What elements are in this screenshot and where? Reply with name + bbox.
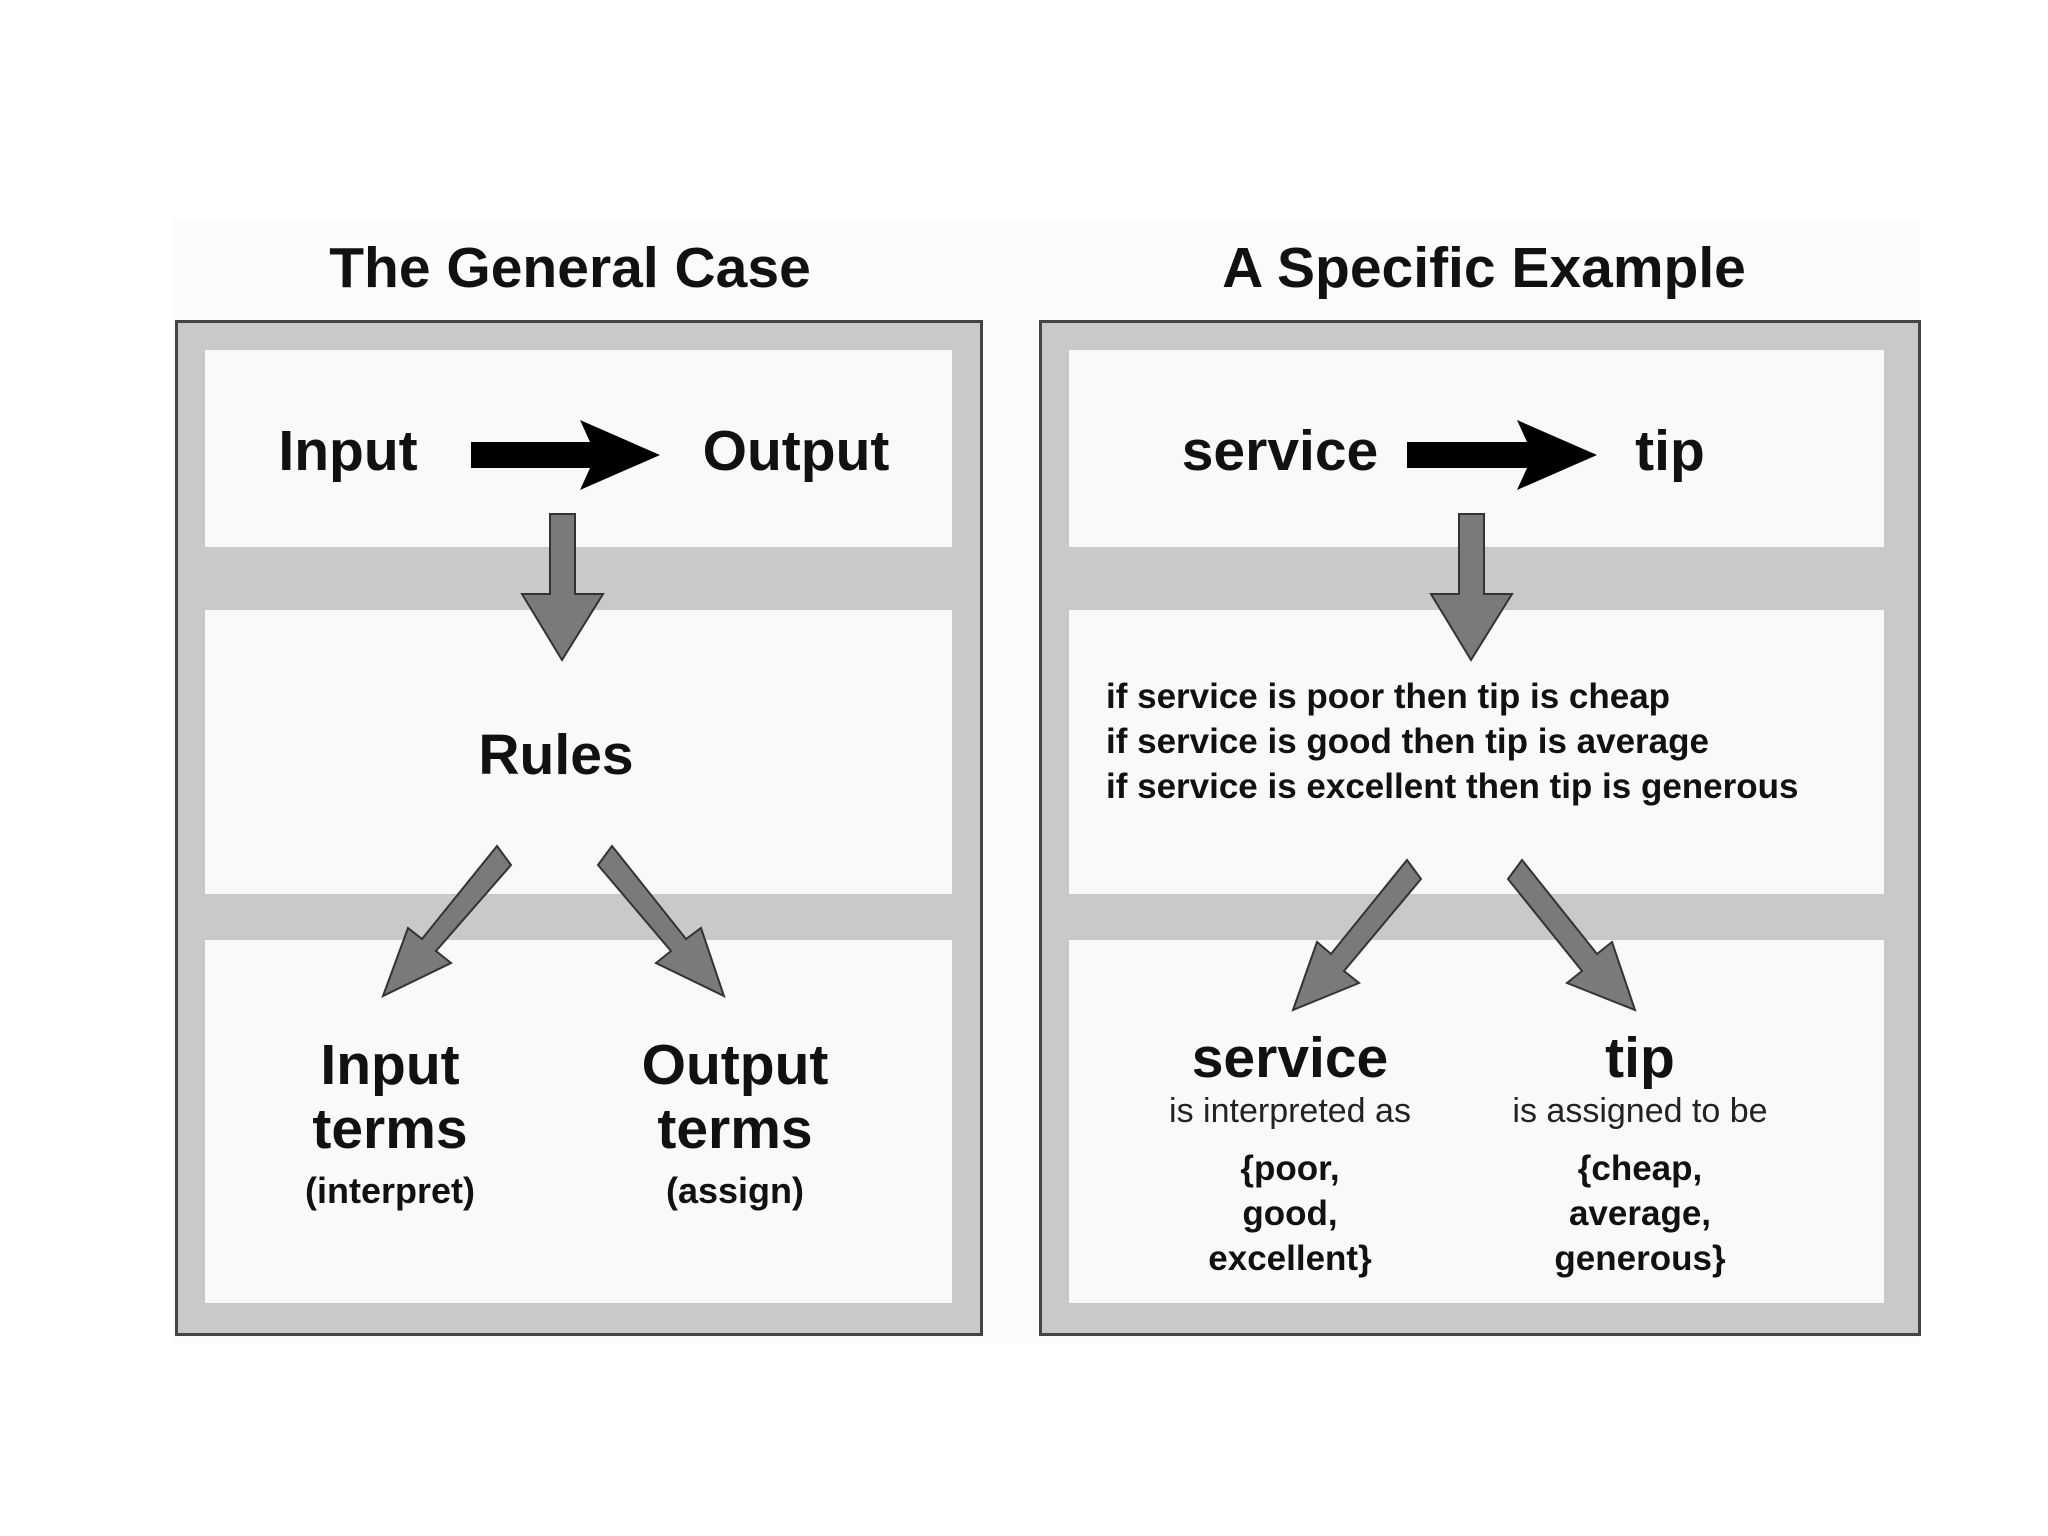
input-label: Input <box>278 419 418 483</box>
output-label: Output <box>702 419 890 483</box>
output-terms-label: Output terms <box>625 1033 845 1161</box>
tip-term-note: is assigned to be <box>1512 1092 1768 1130</box>
service-set-line-3: excellent} <box>1208 1239 1372 1278</box>
general-case-panel <box>175 320 983 1336</box>
tip-term-label: tip <box>1605 1026 1675 1090</box>
output-terms-line-2: terms <box>657 1097 813 1161</box>
rule-list: if service is poor then tip is cheap if … <box>1106 674 1866 809</box>
general-case-title: The General Case <box>329 236 811 300</box>
terms-box <box>205 940 952 1303</box>
rule-1: if service is poor then tip is cheap <box>1106 677 1671 716</box>
tip-set-line-3: generous} <box>1554 1239 1726 1278</box>
tip-set-line-2: average, <box>1568 1194 1712 1233</box>
tip-label: tip <box>1635 419 1705 483</box>
input-terms-line-1: Input <box>320 1033 460 1097</box>
input-terms-note: (interpret) <box>305 1170 475 1211</box>
service-term-label: service <box>1191 1026 1389 1090</box>
rule-3: if service is excellent then tip is gene… <box>1106 767 1799 806</box>
rule-2: if service is good then tip is average <box>1106 722 1709 761</box>
output-terms-line-1: Output <box>641 1033 829 1097</box>
tip-term-set: {cheap, average, generous} <box>1480 1146 1800 1281</box>
service-set-line-1: {poor, <box>1240 1149 1340 1188</box>
tip-set-line-1: {cheap, <box>1577 1149 1703 1188</box>
service-term-note: is interpreted as <box>1169 1092 1411 1130</box>
rules-label: Rules <box>478 723 634 787</box>
service-set-line-2: good, <box>1242 1194 1338 1233</box>
output-terms-note: (assign) <box>665 1170 805 1211</box>
service-label: service <box>1181 419 1379 483</box>
specific-example-title: A Specific Example <box>1222 236 1746 300</box>
input-terms-line-2: terms <box>312 1097 468 1161</box>
service-term-set: {poor, good, excellent} <box>1130 1146 1450 1281</box>
input-terms-label: Input terms <box>290 1033 490 1161</box>
example-terms-box <box>1069 940 1884 1303</box>
